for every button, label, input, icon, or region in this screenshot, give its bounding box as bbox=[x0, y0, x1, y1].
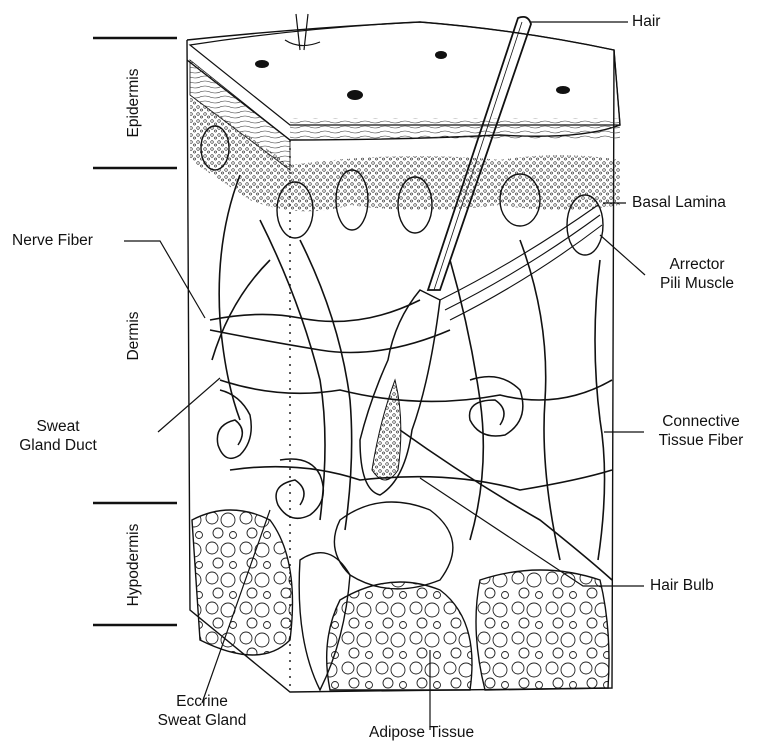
label-sweat-gland-duct: Sweat Gland Duct bbox=[6, 417, 110, 455]
layer-label-epidermis: Epidermis bbox=[125, 69, 143, 138]
label-sweat-duct-line2: Gland Duct bbox=[6, 436, 110, 455]
arrector-pili-muscle bbox=[440, 205, 602, 320]
arrector-leader bbox=[600, 235, 645, 275]
label-sweat-duct-line1: Sweat bbox=[6, 417, 110, 436]
label-basal-lamina: Basal Lamina bbox=[632, 193, 726, 212]
layer-label-dermis: Dermis bbox=[125, 311, 143, 360]
label-hair-bulb: Hair Bulb bbox=[650, 576, 714, 595]
adipose-lobules bbox=[192, 502, 609, 690]
nerve-fiber-leader bbox=[124, 241, 205, 318]
hair-follicle bbox=[360, 17, 531, 495]
label-arrector-pili-muscle: Arrector Pili Muscle bbox=[650, 255, 744, 293]
label-eccrine-line2: Sweat Gland bbox=[150, 711, 254, 730]
label-nerve-fiber: Nerve Fiber bbox=[12, 231, 93, 250]
label-arrector-line1: Arrector bbox=[650, 255, 744, 274]
label-eccrine-line1: Eccrine bbox=[150, 692, 254, 711]
label-eccrine-sweat-gland: Eccrine Sweat Gland bbox=[150, 692, 254, 730]
label-connective-line2: Tissue Fiber bbox=[648, 431, 754, 450]
label-connective-line1: Connective bbox=[648, 412, 754, 431]
layer-label-hypodermis: Hypodermis bbox=[125, 524, 143, 607]
label-hair: Hair bbox=[632, 12, 660, 31]
label-arrector-line2: Pili Muscle bbox=[650, 274, 744, 293]
label-adipose-tissue: Adipose Tissue bbox=[369, 723, 474, 742]
label-connective-tissue-fiber: Connective Tissue Fiber bbox=[648, 412, 754, 450]
